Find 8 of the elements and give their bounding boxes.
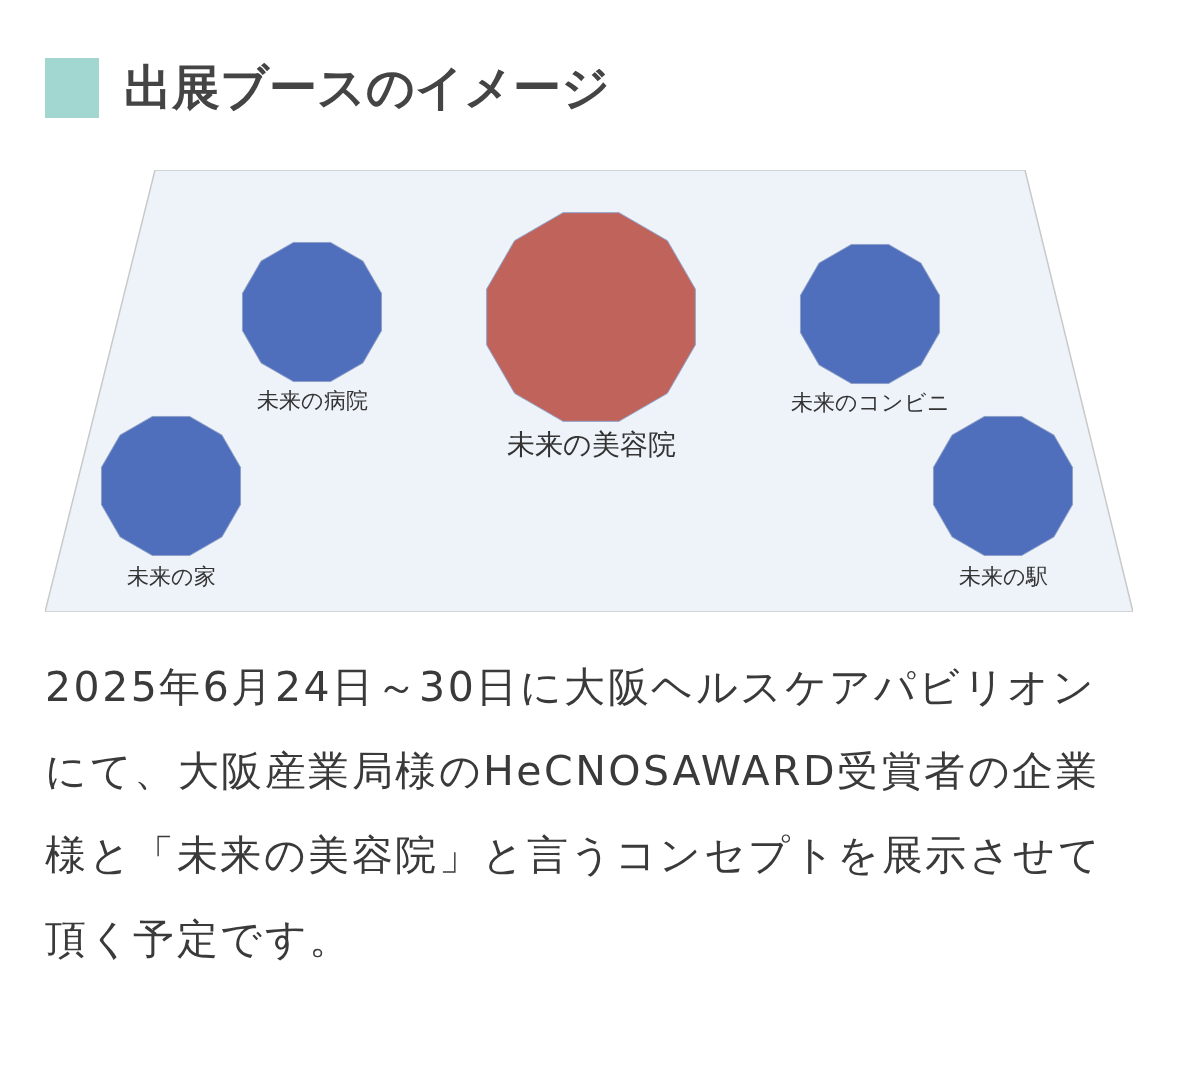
booth-label: 未来の美容院: [505, 429, 677, 462]
title: 出展ブースのイメージ: [124, 58, 610, 117]
booth-label: 未来のコンビニ: [789, 390, 951, 416]
booth-label: 未来の家: [125, 564, 217, 590]
booth-label: 未来の病院: [255, 388, 369, 414]
booth-floor: [45, 170, 1133, 612]
booth-label: 未来の駅: [957, 564, 1049, 590]
description-paragraph: 2025年6月24日～30日に大阪ヘルスケアパビリオンにて、大阪産業局様のHeCNOSAWARD受賞者の企業様と「未来の美容院」と言うコンセプトを展示させて頂く予定です。: [45, 662, 1103, 965]
